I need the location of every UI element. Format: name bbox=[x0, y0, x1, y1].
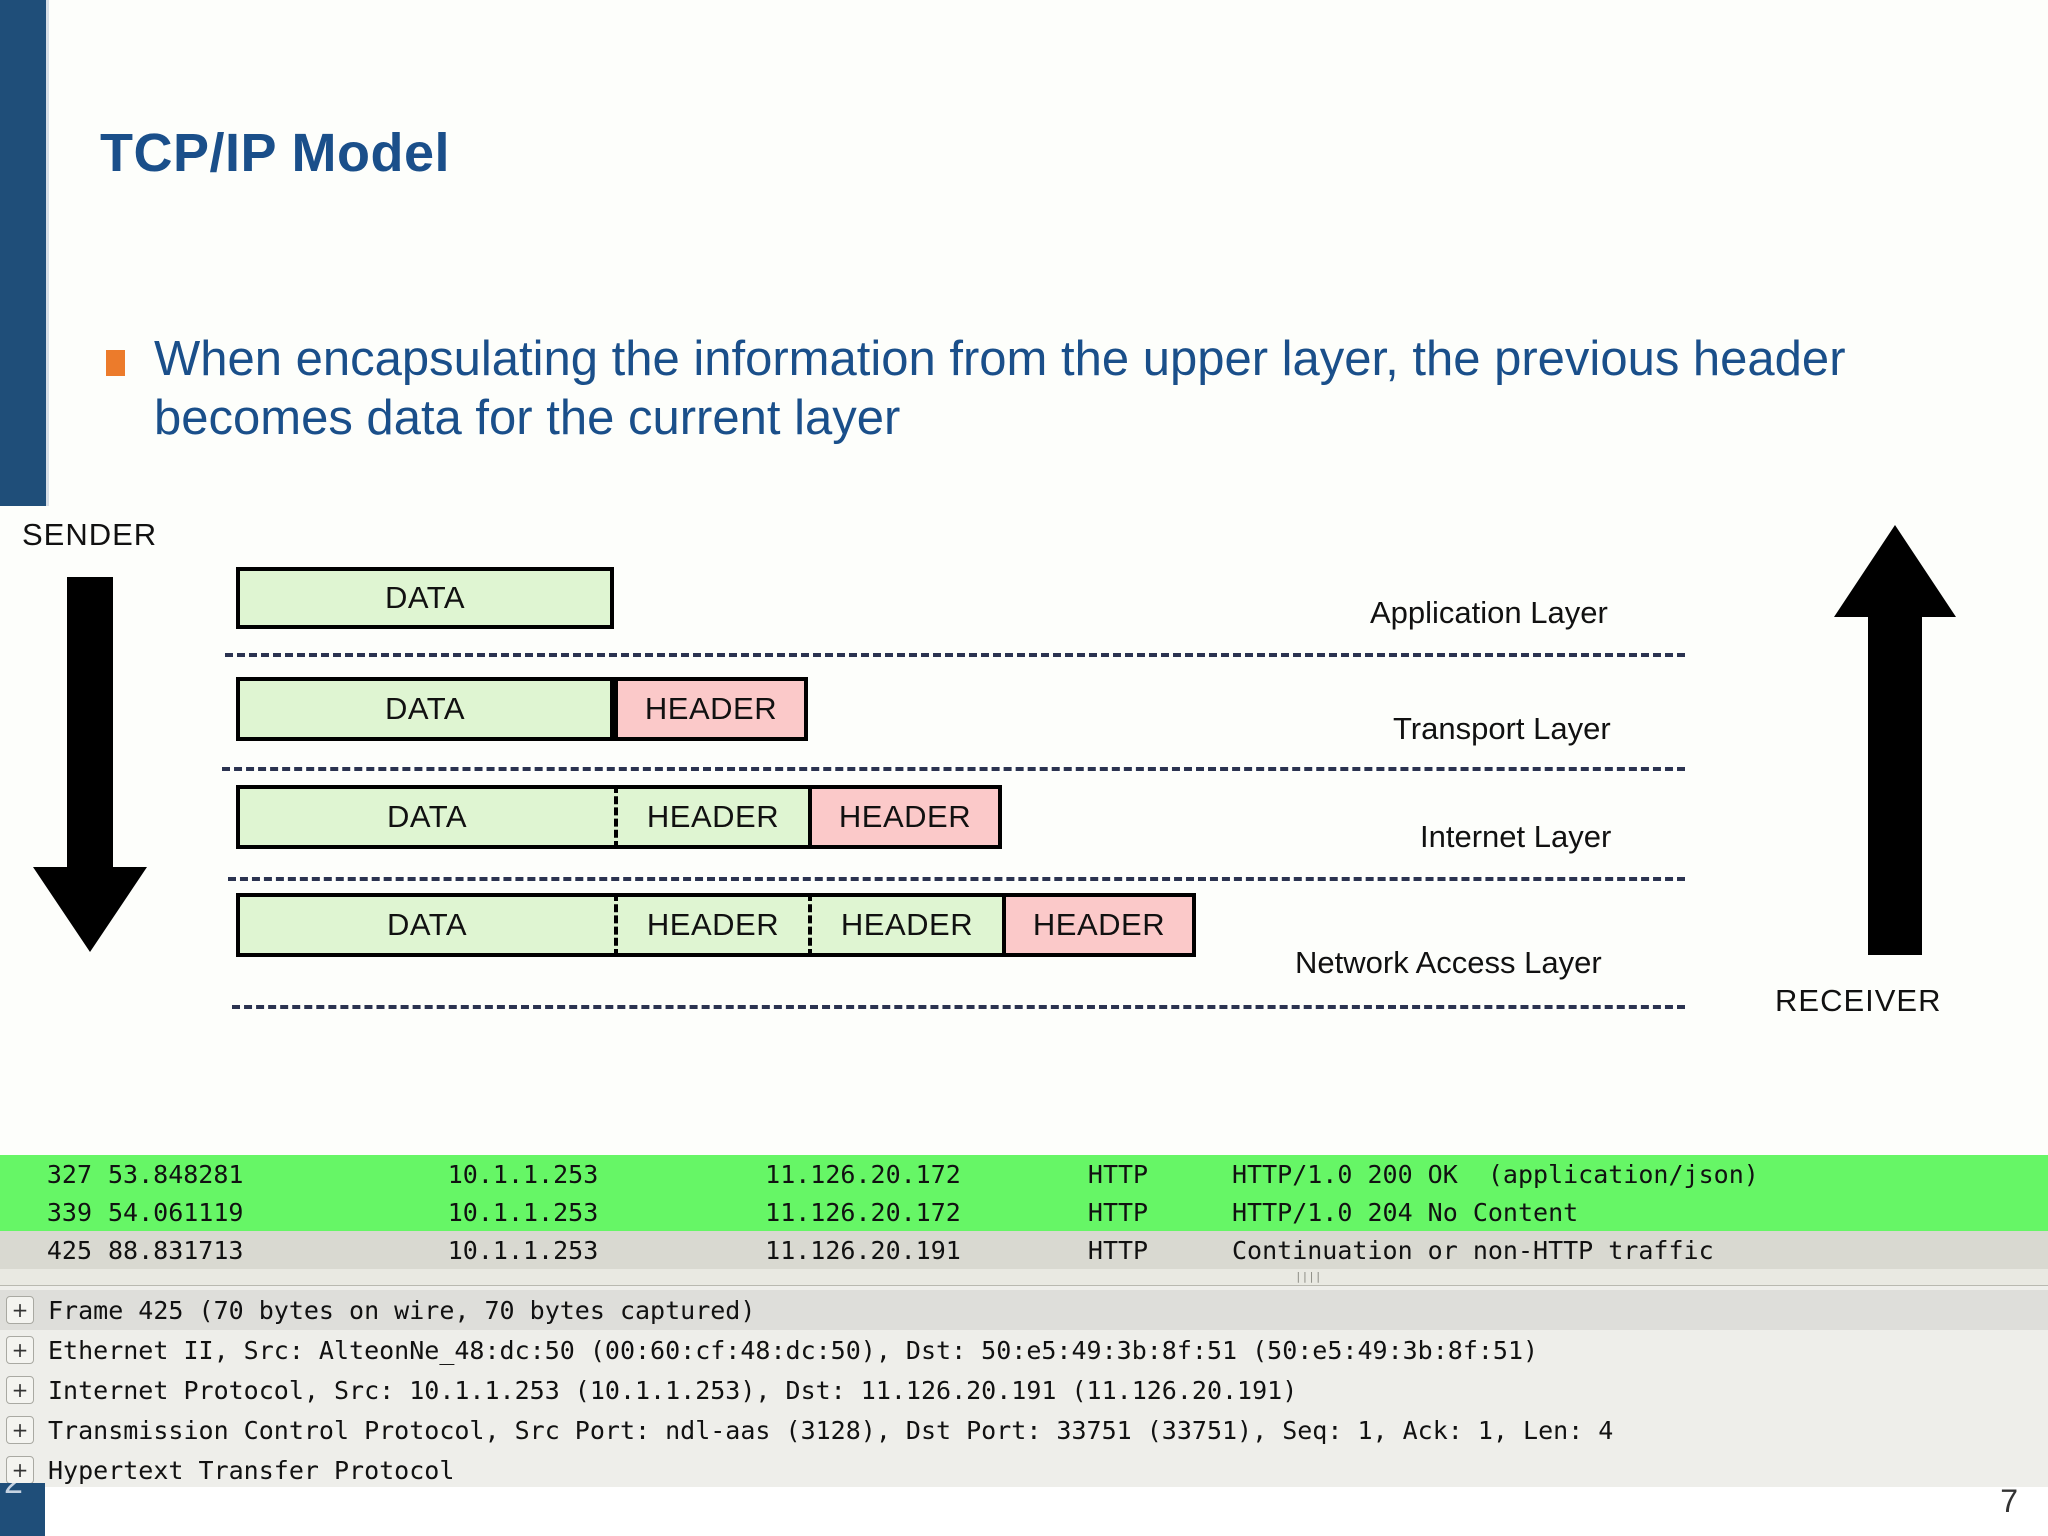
layer-divider-4 bbox=[232, 1005, 1685, 1009]
left-accent-bar-shadow bbox=[46, 0, 49, 506]
detail-text: Hypertext Transfer Protocol bbox=[48, 1455, 455, 1485]
layer-row-application: DATA bbox=[236, 567, 614, 629]
layer-divider-2 bbox=[222, 767, 1685, 771]
encapsulation-diagram: SENDER DATA Application Layer DATA HEADE… bbox=[0, 505, 2048, 1065]
packet-source: 10.1.1.253 bbox=[447, 1197, 599, 1227]
cell-header: HEADER bbox=[808, 893, 1002, 957]
layer-divider-1 bbox=[225, 653, 1685, 657]
expand-icon[interactable]: + bbox=[6, 1416, 34, 1444]
receiver-label: RECEIVER bbox=[1775, 983, 1942, 1018]
cell-header: HEADER bbox=[1002, 893, 1196, 957]
bullet-block: When encapsulating the information from … bbox=[100, 330, 1930, 448]
layer-label-application: Application Layer bbox=[1370, 595, 1608, 630]
packet-source: 10.1.1.253 bbox=[447, 1235, 599, 1265]
expand-icon[interactable]: + bbox=[6, 1296, 34, 1324]
layer-row-network-access: DATA HEADER HEADER HEADER bbox=[236, 893, 1196, 957]
packet-protocol: HTTP bbox=[1087, 1197, 1149, 1227]
cell-data: DATA bbox=[236, 785, 614, 849]
packet-time: 53.848281 bbox=[108, 1159, 244, 1189]
layer-label-network-access: Network Access Layer bbox=[1295, 945, 1602, 980]
layer-row-internet: DATA HEADER HEADER bbox=[236, 785, 1002, 849]
receiver-arrow-up-icon bbox=[1834, 525, 1956, 955]
page-title: TCP/IP Model bbox=[100, 123, 451, 183]
detail-text: Ethernet II, Src: AlteonNe_48:dc:50 (00:… bbox=[48, 1335, 1539, 1365]
packet-info: HTTP/1.0 204 No Content bbox=[1232, 1197, 1579, 1227]
detail-text: Transmission Control Protocol, Src Port:… bbox=[48, 1415, 1614, 1445]
corner-badge: 2 bbox=[0, 1483, 45, 1536]
layer-row-transport: DATA HEADER bbox=[236, 677, 808, 741]
left-accent-bar bbox=[0, 0, 46, 506]
expand-icon[interactable]: + bbox=[6, 1376, 34, 1404]
packet-row[interactable]: 339 54.061119 10.1.1.253 11.126.20.172 H… bbox=[0, 1193, 2048, 1231]
page-number: 7 bbox=[2000, 1483, 2018, 1519]
sender-arrow-down-icon bbox=[33, 577, 147, 952]
packet-no: 339 bbox=[46, 1197, 92, 1227]
pane-splitter[interactable]: |||| bbox=[0, 1269, 2048, 1285]
packet-source: 10.1.1.253 bbox=[447, 1159, 599, 1189]
detail-text: Frame 425 (70 bytes on wire, 70 bytes ca… bbox=[48, 1295, 756, 1325]
corner-badge-glyph: 2 bbox=[4, 1483, 23, 1502]
packet-info: Continuation or non-HTTP traffic bbox=[1232, 1235, 1714, 1265]
sender-label: SENDER bbox=[22, 517, 158, 552]
packet-info: HTTP/1.0 200 OK (application/json) bbox=[1232, 1159, 1759, 1189]
layer-label-transport: Transport Layer bbox=[1393, 711, 1611, 746]
wireshark-capture: 327 53.848281 10.1.1.253 11.126.20.172 H… bbox=[0, 1155, 2048, 1496]
cell-data: DATA bbox=[236, 567, 614, 629]
cell-header: HEADER bbox=[808, 785, 1002, 849]
packet-no: 425 bbox=[46, 1235, 92, 1265]
packet-destination: 11.126.20.191 bbox=[765, 1235, 961, 1265]
detail-row-frame[interactable]: + Frame 425 (70 bytes on wire, 70 bytes … bbox=[0, 1290, 2048, 1330]
layer-divider-3 bbox=[228, 877, 1685, 881]
packet-no: 327 bbox=[46, 1159, 92, 1189]
bullet-text: When encapsulating the information from … bbox=[154, 332, 1846, 445]
cell-header: HEADER bbox=[614, 893, 808, 957]
cell-data: DATA bbox=[236, 677, 614, 741]
detail-text: Internet Protocol, Src: 10.1.1.253 (10.1… bbox=[48, 1375, 1298, 1405]
detail-row-ip[interactable]: + Internet Protocol, Src: 10.1.1.253 (10… bbox=[0, 1370, 2048, 1410]
expand-icon[interactable]: + bbox=[6, 1336, 34, 1364]
footer-strip bbox=[0, 1487, 2048, 1536]
packet-protocol: HTTP bbox=[1087, 1235, 1149, 1265]
packet-destination: 11.126.20.172 bbox=[765, 1197, 961, 1227]
cell-data: DATA bbox=[236, 893, 614, 957]
packet-row[interactable]: 425 88.831713 10.1.1.253 11.126.20.191 H… bbox=[0, 1231, 2048, 1269]
packet-protocol: HTTP bbox=[1087, 1159, 1149, 1189]
packet-row[interactable]: 327 53.848281 10.1.1.253 11.126.20.172 H… bbox=[0, 1155, 2048, 1193]
expand-icon[interactable]: + bbox=[6, 1456, 34, 1484]
packet-time: 54.061119 bbox=[108, 1197, 244, 1227]
packet-detail-pane: + Frame 425 (70 bytes on wire, 70 bytes … bbox=[0, 1285, 2048, 1496]
splitter-grip-icon: |||| bbox=[1295, 1270, 1322, 1283]
bullet-marker-icon bbox=[106, 350, 125, 376]
detail-row-http[interactable]: + Hypertext Transfer Protocol bbox=[0, 1450, 2048, 1490]
cell-header: HEADER bbox=[614, 677, 808, 741]
detail-row-ethernet[interactable]: + Ethernet II, Src: AlteonNe_48:dc:50 (0… bbox=[0, 1330, 2048, 1370]
layer-label-internet: Internet Layer bbox=[1420, 819, 1612, 854]
packet-time: 88.831713 bbox=[108, 1235, 244, 1265]
detail-row-tcp[interactable]: + Transmission Control Protocol, Src Por… bbox=[0, 1410, 2048, 1450]
packet-destination: 11.126.20.172 bbox=[765, 1159, 961, 1189]
cell-header: HEADER bbox=[614, 785, 808, 849]
